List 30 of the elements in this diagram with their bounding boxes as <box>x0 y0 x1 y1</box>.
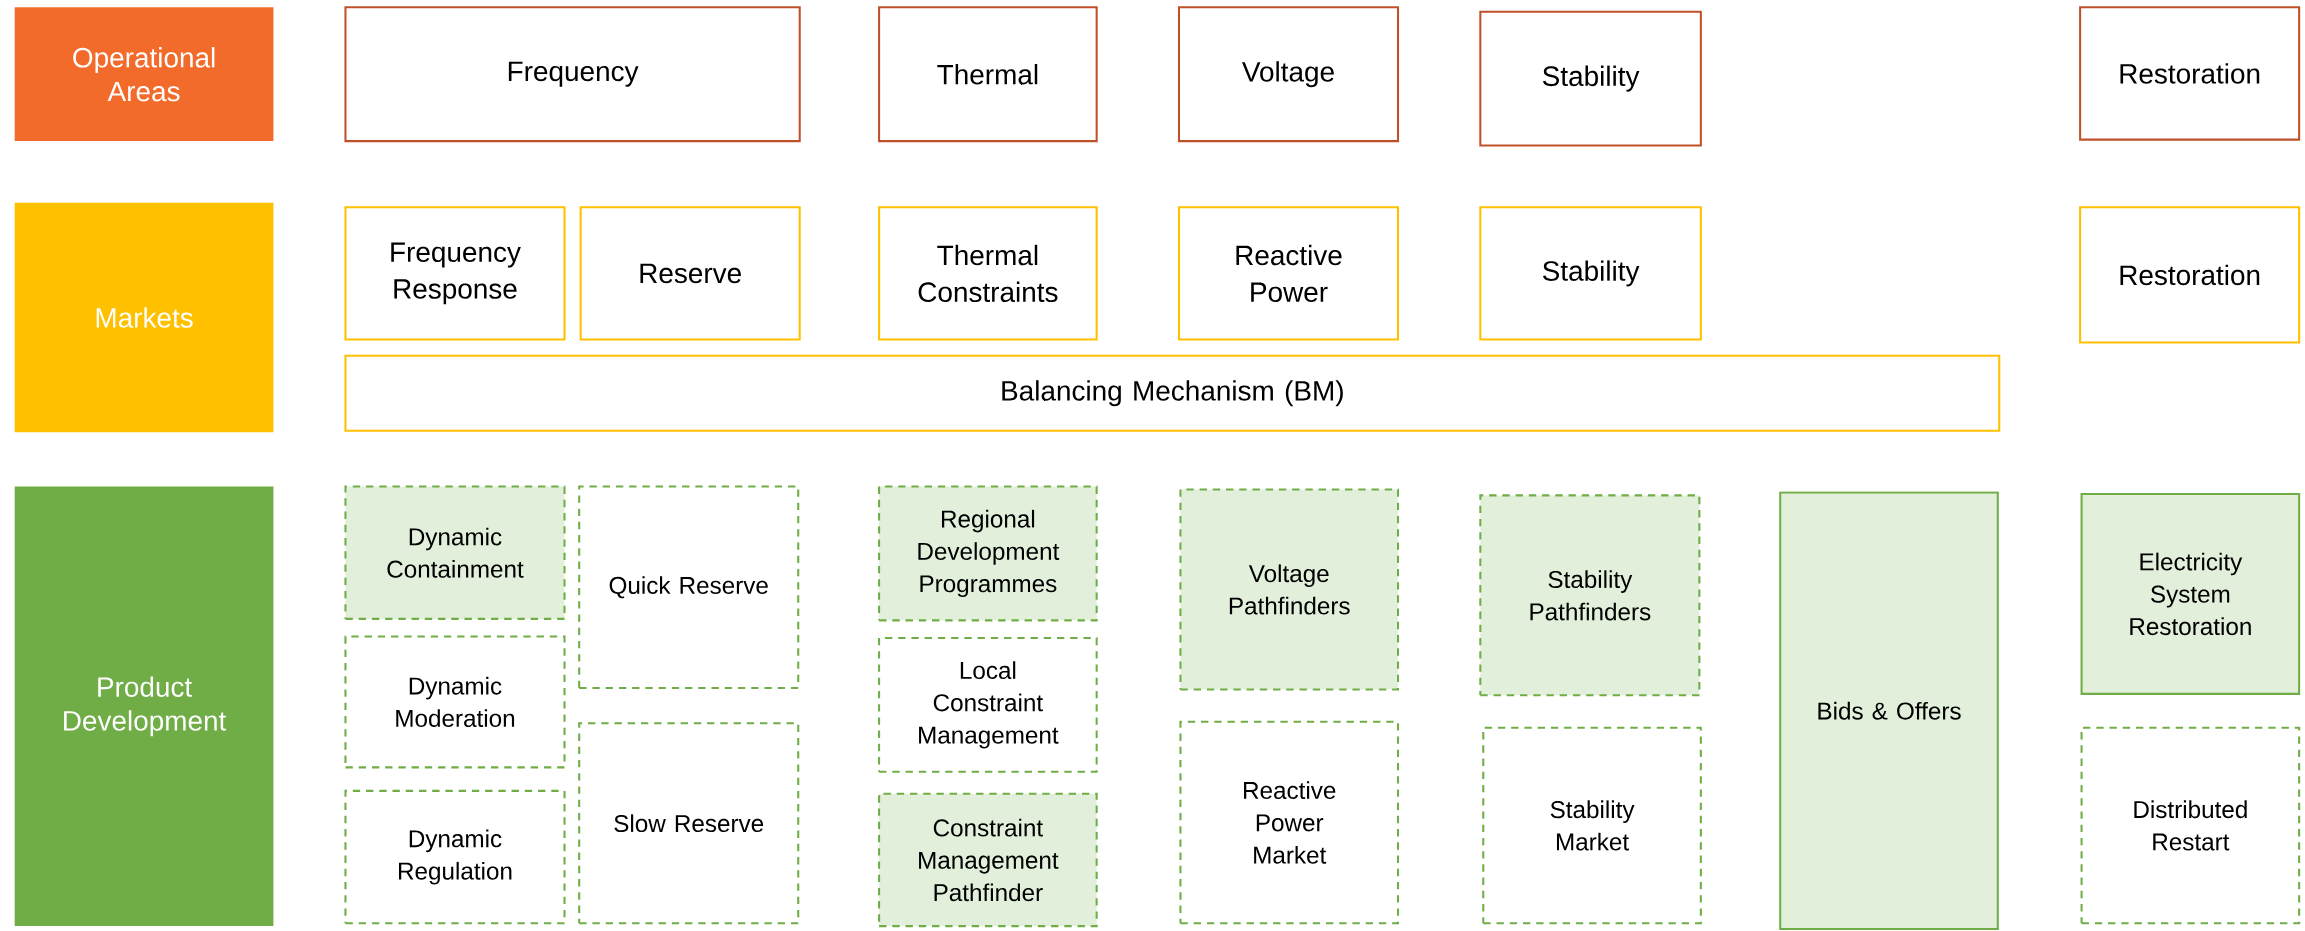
market-box: Restoration <box>2079 206 2301 344</box>
product-box: Bids & Offers <box>1779 491 1999 931</box>
product-box: Quick Reserve <box>578 485 800 690</box>
product-box: Stability Market <box>1482 726 1702 925</box>
market-box: Thermal Constraints <box>878 206 1098 341</box>
area-box: Restoration <box>2079 6 2301 141</box>
product-box: Slow Reserve <box>578 722 800 925</box>
product-box: Distributed Restart <box>2080 726 2301 925</box>
market-box: Stability <box>1479 206 1702 341</box>
row-header: Operational Areas <box>14 7 274 142</box>
area-box: Stability <box>1479 10 1702 147</box>
product-box: Stability Pathfinders <box>1479 494 1701 697</box>
market-box: Balancing Mechanism (BM) <box>344 354 2001 432</box>
product-box: Regional Development Programmes <box>878 485 1098 622</box>
product-box: Dynamic Containment <box>344 485 566 621</box>
market-box: Reserve <box>579 206 801 341</box>
product-box: Reactive Power Market <box>1179 721 1400 925</box>
market-box: Frequency Response <box>344 206 566 341</box>
area-box: Thermal <box>878 6 1098 143</box>
product-box: Local Constraint Management <box>878 637 1098 774</box>
product-box: Dynamic Moderation <box>344 635 566 769</box>
product-box: Electricity System Restoration <box>2080 493 2301 696</box>
product-box: Constraint Management Pathfinder <box>878 793 1098 928</box>
row-header: Markets <box>14 203 274 433</box>
area-box: Frequency <box>344 6 801 143</box>
product-box: Voltage Pathfinders <box>1179 488 1400 691</box>
row-header: Product Development <box>14 486 274 927</box>
market-box: Reactive Power <box>1177 206 1400 341</box>
product-box: Dynamic Regulation <box>344 790 566 925</box>
area-box: Voltage <box>1177 6 1400 143</box>
